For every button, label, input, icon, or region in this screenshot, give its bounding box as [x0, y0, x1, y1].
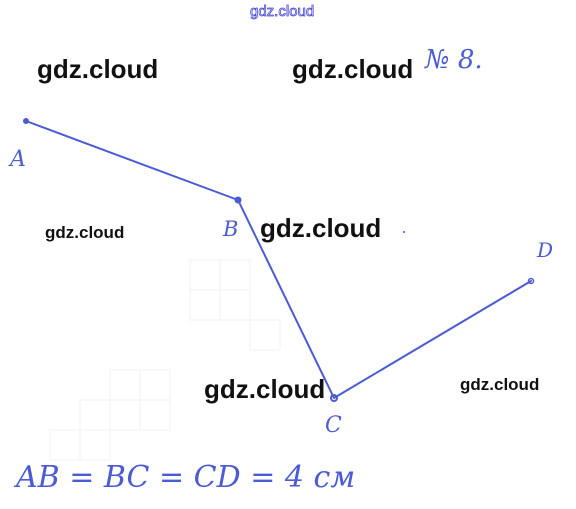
watermark: gdz.cloud: [292, 54, 414, 84]
point-b: [234, 196, 242, 204]
background-grid: [49, 259, 281, 461]
watermark: gdz.cloud: [260, 213, 382, 243]
watermark: gdz.cloud: [37, 54, 159, 84]
watermark: gdz.cloud: [45, 223, 125, 242]
point-a: [23, 118, 29, 124]
watermark: gdz.cloud: [204, 374, 326, 404]
broken-line-abcd: [25, 120, 532, 399]
label-a: A: [8, 147, 26, 172]
label-d: D: [536, 238, 553, 262]
label-b: B: [222, 217, 238, 241]
stray-dot: [403, 231, 405, 233]
watermark: gdz.cloud: [460, 375, 540, 394]
watermark-top: gdz.cloud: [250, 3, 315, 21]
equation-text: AB = BC = CD = 4 см: [13, 460, 355, 495]
problem-number: № 8.: [424, 45, 483, 75]
label-c: C: [325, 413, 342, 438]
point-c: [330, 394, 338, 402]
point-d: [527, 277, 535, 285]
